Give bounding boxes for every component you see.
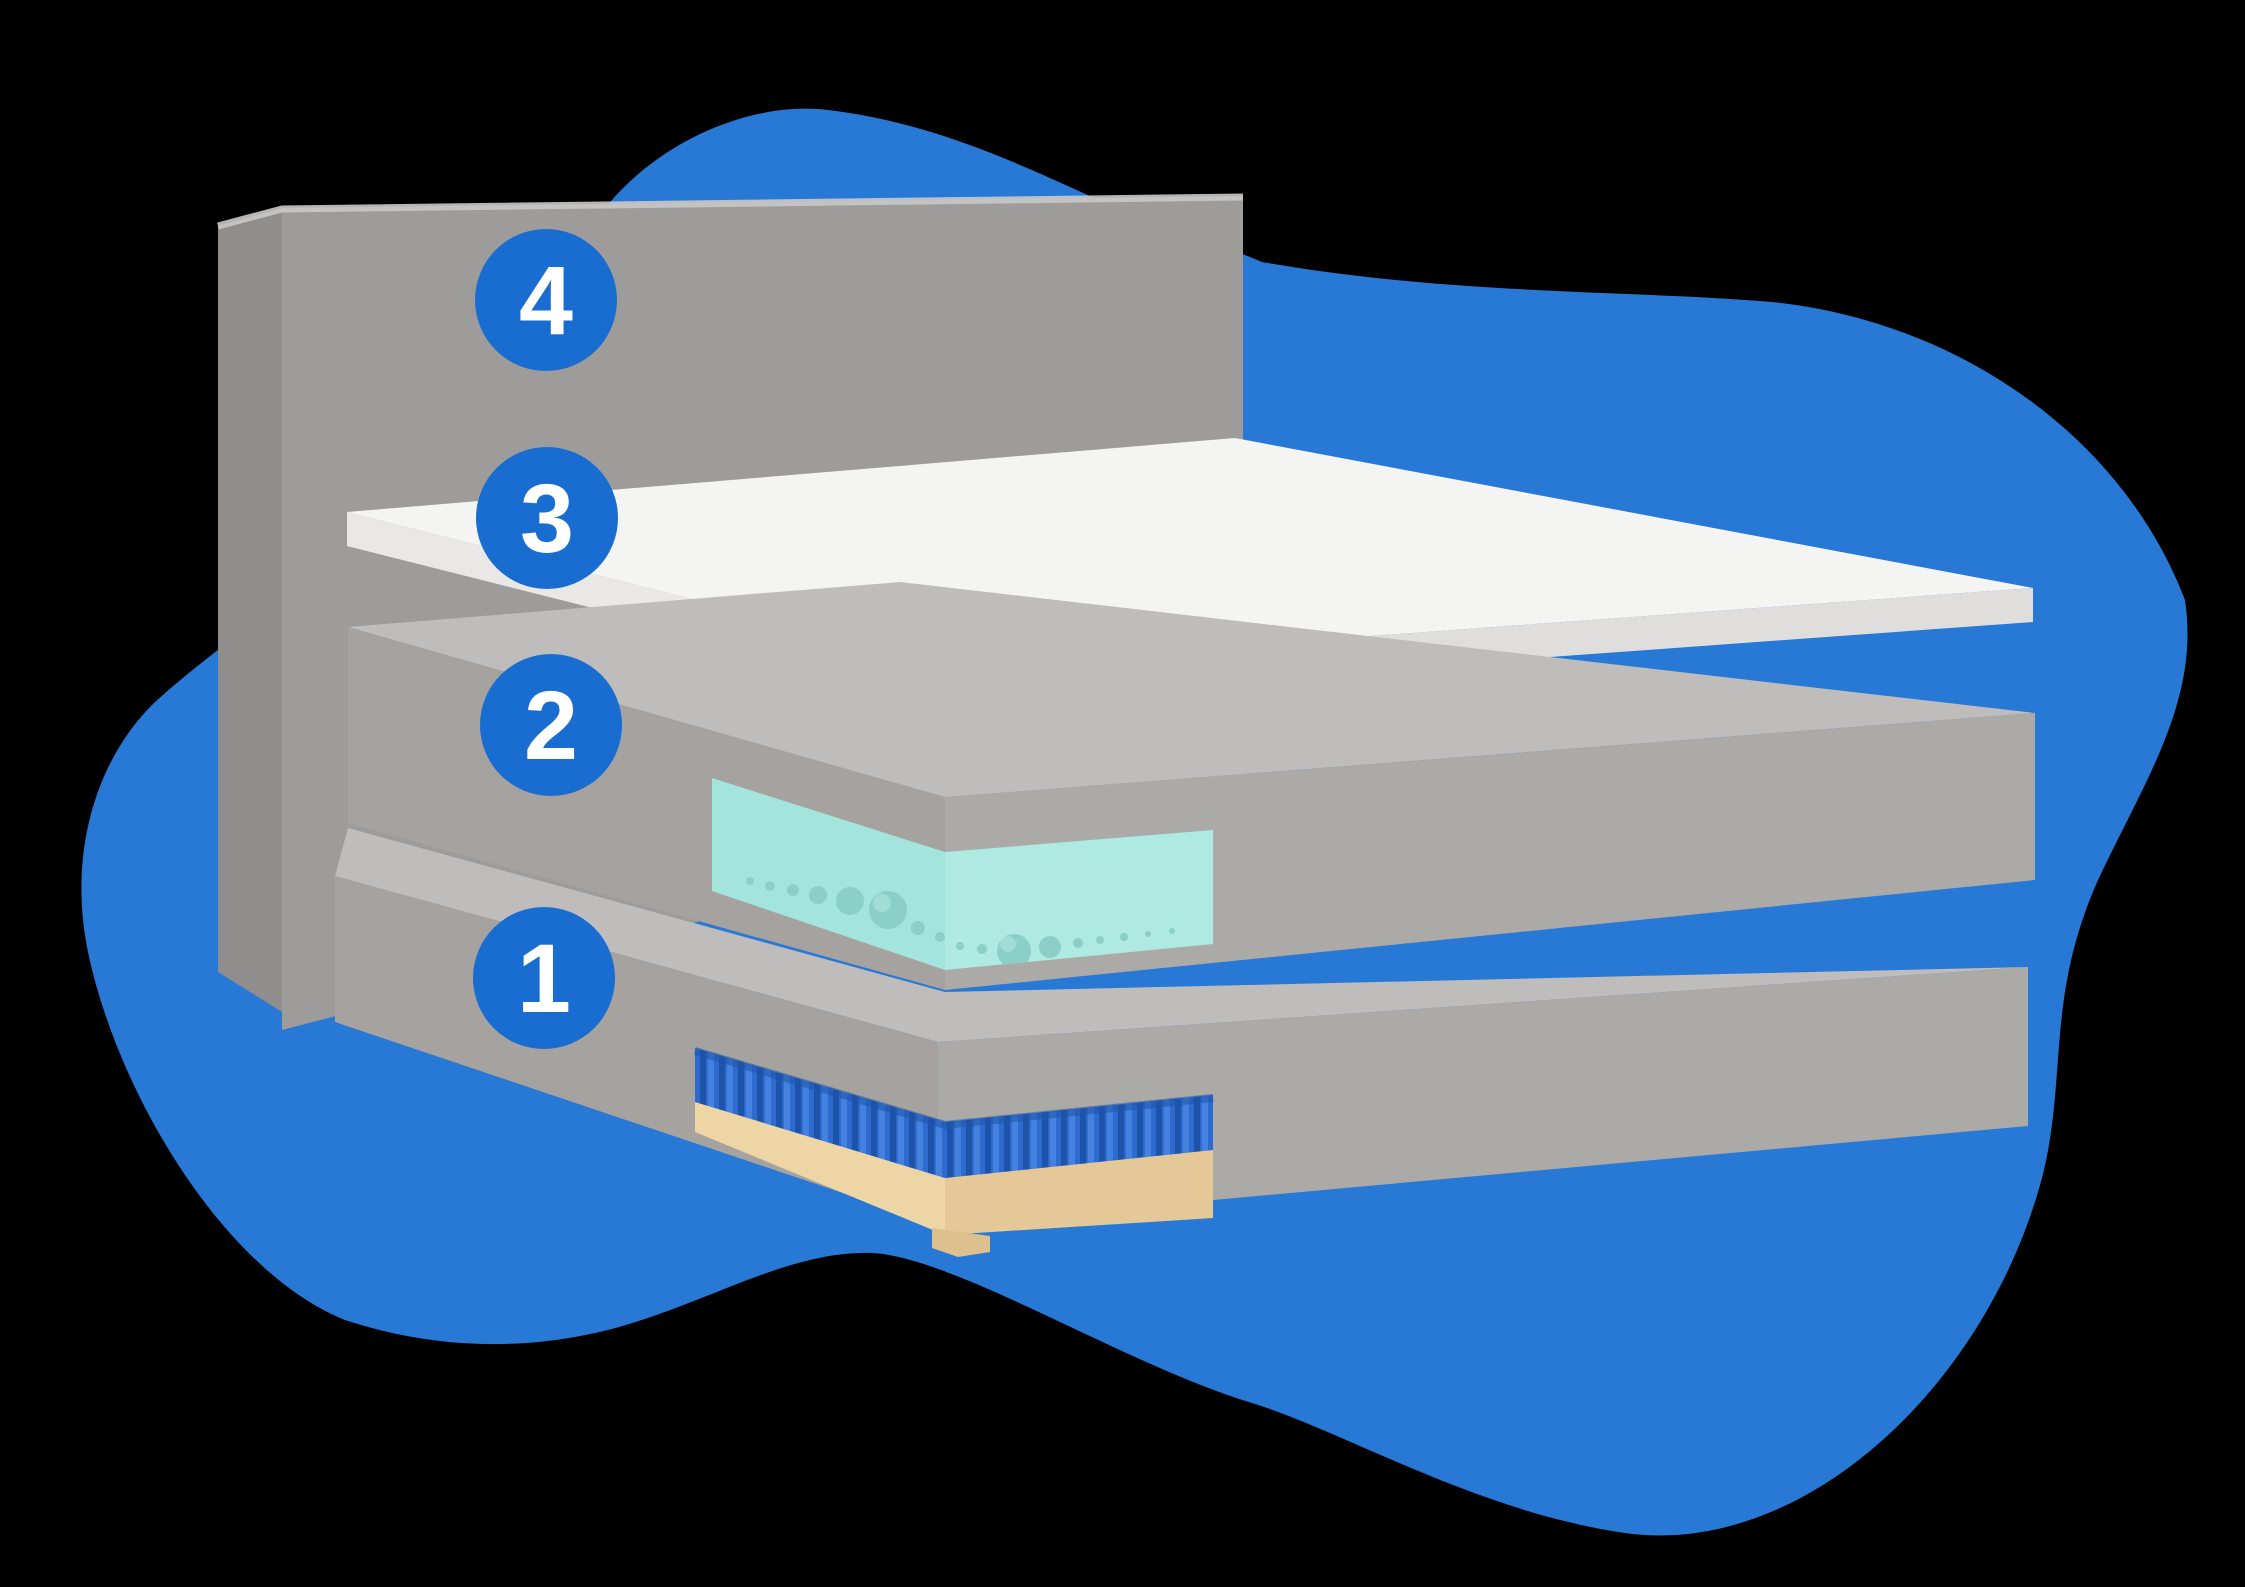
comfort-front-right-face	[945, 713, 2035, 990]
support-top-face	[335, 828, 2028, 1042]
badge-number-4: 4	[519, 246, 573, 355]
foundation-foot	[932, 1228, 990, 1257]
gel-bubbles	[746, 877, 1175, 968]
badge-circle-3	[476, 447, 618, 589]
badge-layer-1: 1	[473, 907, 615, 1049]
coil-left-face	[695, 1048, 945, 1178]
badge-circle-2	[480, 654, 622, 796]
badge-circle-4	[475, 229, 617, 371]
badge-layer-3: 3	[476, 447, 618, 589]
foundation-left-face	[695, 1102, 945, 1235]
coil-band	[693, 1047, 1214, 1257]
badge-number-2: 2	[524, 671, 578, 780]
headboard-top-edge-highlight	[217, 193, 1244, 230]
coil-top-shadow	[693, 1047, 1214, 1130]
gel-band	[712, 778, 1213, 970]
headboard-side-face	[218, 208, 282, 1012]
badge-number-1: 1	[517, 924, 571, 1033]
badge-layer-4: 4	[475, 229, 617, 371]
badge-layer-2: 2	[480, 654, 622, 796]
badge-number-3: 3	[520, 464, 574, 573]
comfort-top-face	[348, 582, 2035, 797]
foundation-right-face	[945, 1150, 1213, 1235]
layer-badges: 4 3 2 1	[473, 229, 622, 1049]
badge-circle-1	[473, 907, 615, 1049]
